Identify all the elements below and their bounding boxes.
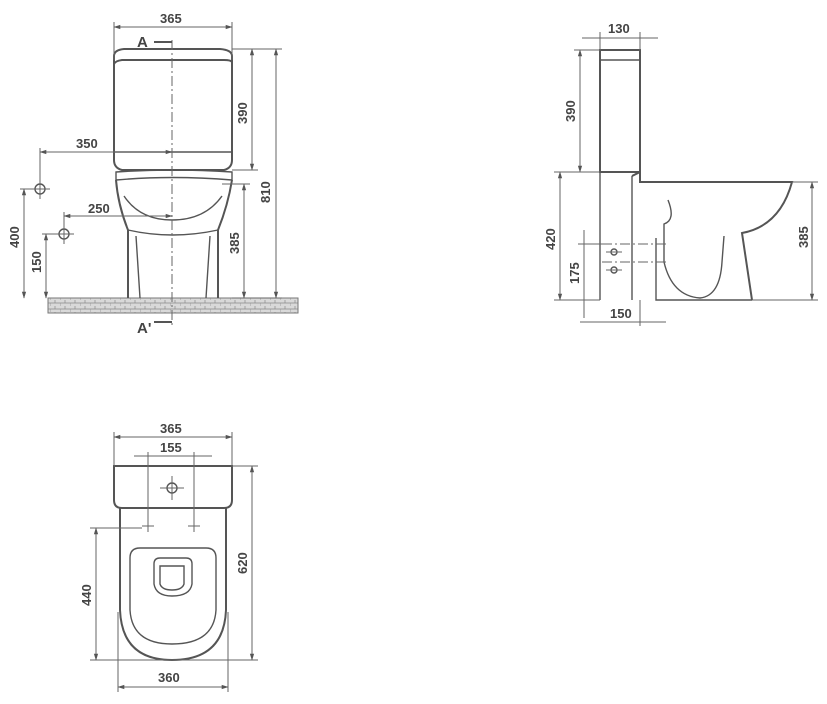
side-dim-offset-label: 150 bbox=[610, 306, 632, 321]
side-bowl-inner bbox=[663, 199, 725, 299]
front-dim-total-label: 810 bbox=[258, 181, 273, 203]
side-dim-outlet-label: 175 bbox=[567, 262, 582, 284]
top-bowl-outline bbox=[119, 508, 227, 662]
side-tank-outline bbox=[599, 49, 641, 173]
side-fixing-icon bbox=[606, 248, 622, 274]
top-fixing-hole-right-icon bbox=[188, 520, 200, 532]
top-bowl-inner bbox=[159, 565, 185, 591]
front-dim-inlet-h-label: 400 bbox=[7, 226, 22, 248]
top-bowl-opening bbox=[153, 557, 193, 597]
front-seat-line bbox=[114, 151, 233, 181]
top-fixing-hole-left-icon bbox=[142, 520, 154, 532]
top-dim-width-label: 365 bbox=[160, 421, 182, 436]
front-dim-tank-label: 390 bbox=[235, 102, 250, 124]
front-tank-body bbox=[113, 62, 233, 171]
front-tank-outline bbox=[113, 48, 233, 65]
front-dim-width-label: 365 bbox=[160, 11, 182, 26]
side-pedestal bbox=[655, 238, 752, 301]
top-dim-bowl-label: 440 bbox=[79, 584, 94, 606]
floor-hatch bbox=[47, 297, 299, 314]
side-outlet-path bbox=[602, 243, 666, 263]
top-dim-bowlwidth-label: 360 bbox=[158, 670, 180, 685]
top-seat-outline bbox=[129, 547, 217, 645]
top-dim-length-label: 620 bbox=[235, 552, 250, 574]
section-label-bottom: A' bbox=[137, 320, 151, 337]
side-dim-right-label: 385 bbox=[796, 226, 811, 248]
top-dim-holes-label: 155 bbox=[160, 440, 182, 455]
side-dim-bowl-label: 420 bbox=[543, 228, 558, 250]
top-inlet-icon bbox=[160, 476, 184, 500]
front-bowl-outline bbox=[115, 179, 233, 298]
front-dim-inlet-label: 350 bbox=[76, 136, 98, 151]
side-dim-depth-label: 130 bbox=[608, 21, 630, 36]
side-view: 130 390 420 175 150 385 bbox=[543, 21, 818, 326]
side-dim-tank-label: 390 bbox=[563, 100, 578, 122]
front-view: A A' 365 390 810 385 350 250 bbox=[7, 11, 299, 337]
front-dim-outlet-label: 250 bbox=[88, 201, 110, 216]
top-view: 365 155 620 440 360 bbox=[79, 421, 258, 692]
front-dim-bowl-label: 385 bbox=[227, 232, 242, 254]
front-pedestal bbox=[127, 229, 219, 299]
section-label-top: A bbox=[137, 34, 148, 51]
top-tank-outline bbox=[113, 465, 233, 509]
front-dim-outlet-h-label: 150 bbox=[29, 251, 44, 273]
